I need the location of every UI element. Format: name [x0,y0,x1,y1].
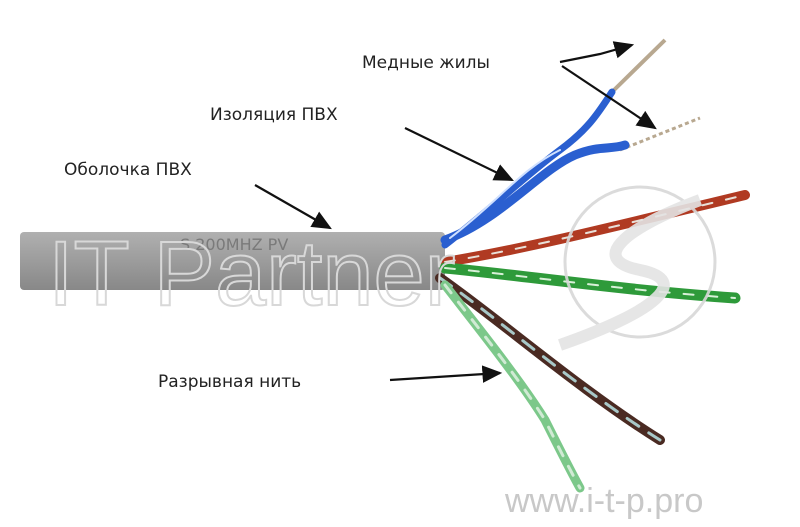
cable-jacket [20,232,445,290]
svg-text:S 200MHZ PV: S 200MHZ PV [180,235,288,254]
brown-pair [435,273,665,445]
watermark-brand: IT Partner [48,223,455,325]
leader-arrows [254,41,657,383]
green-pair [439,262,741,304]
label-pvc-insulation: Изоляция ПВХ [210,105,338,125]
label-rip-cord: Разрывная нить [158,372,301,392]
watermark-logo [558,185,717,351]
green-white-pair [440,280,585,493]
blue-pair [440,88,630,249]
copper-core-top [610,38,667,94]
label-copper-cores: Медные жилы [362,53,490,73]
label-pvc-jacket: Оболочка ПВХ [64,160,192,180]
copper-core-right [619,116,701,152]
watermark-url: www.i-t-p.pro [504,482,703,520]
